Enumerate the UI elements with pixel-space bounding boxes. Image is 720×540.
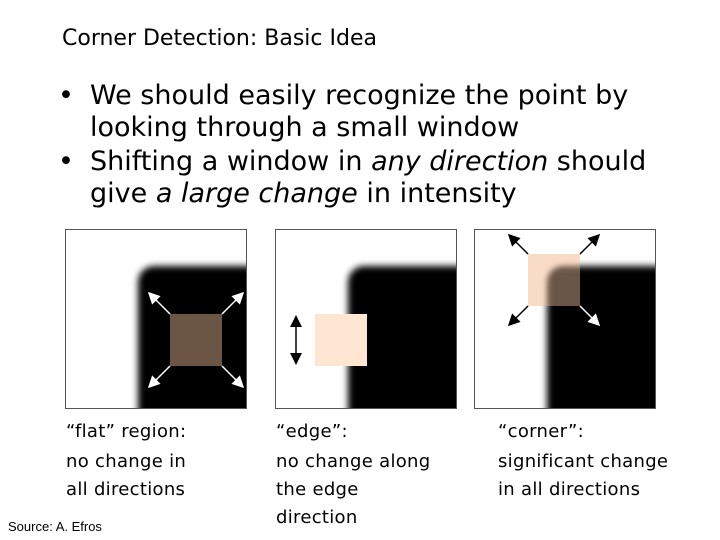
edge-region-illustration <box>276 230 456 408</box>
bullet-text: We should easily recognize the point by … <box>90 80 628 143</box>
corner-region-illustration <box>475 230 655 408</box>
flat-region-panel <box>65 229 247 409</box>
bullet-text-part: in intensity <box>358 178 517 209</box>
emphasis-any-direction: any direction <box>371 146 548 177</box>
edge-caption-line-1: no change along <box>276 448 431 476</box>
bullet-marker: • <box>58 146 74 178</box>
emphasis-large-change: a large change <box>156 178 358 209</box>
source-credit: Source: A. Efros <box>8 519 102 534</box>
bullet-text-part: Shifting a window in <box>90 146 371 177</box>
window-box <box>170 314 222 366</box>
edge-caption-title: “edge”: <box>276 418 431 446</box>
corner-caption-title: “corner”: <box>498 418 668 446</box>
slide-title: Corner Detection: Basic Idea <box>62 26 377 51</box>
corner-region-panel <box>474 229 656 409</box>
corner-caption: “corner”: significant change in all dire… <box>498 418 668 504</box>
bullet-item-2: • Shifting a window in any direction sho… <box>58 146 698 210</box>
edge-caption-line-3: direction <box>276 504 431 532</box>
flat-caption-line-1: no change in <box>66 448 186 476</box>
bullet-marker: • <box>58 80 74 112</box>
corner-caption-line-1: significant change <box>498 448 668 476</box>
flat-caption-line-2: all directions <box>66 476 186 504</box>
flat-region-illustration <box>66 230 246 408</box>
edge-caption: “edge”: no change along the edge directi… <box>276 418 431 532</box>
edge-region-panel <box>275 229 457 409</box>
corner-caption-line-2: in all directions <box>498 476 668 504</box>
window-box <box>315 314 367 366</box>
flat-caption: “flat” region: no change in all directio… <box>66 418 186 504</box>
edge-caption-line-2: the edge <box>276 476 431 504</box>
bullet-list: • We should easily recognize the point b… <box>58 80 698 212</box>
flat-caption-title: “flat” region: <box>66 418 186 446</box>
bullet-item-1: • We should easily recognize the point b… <box>58 80 698 144</box>
